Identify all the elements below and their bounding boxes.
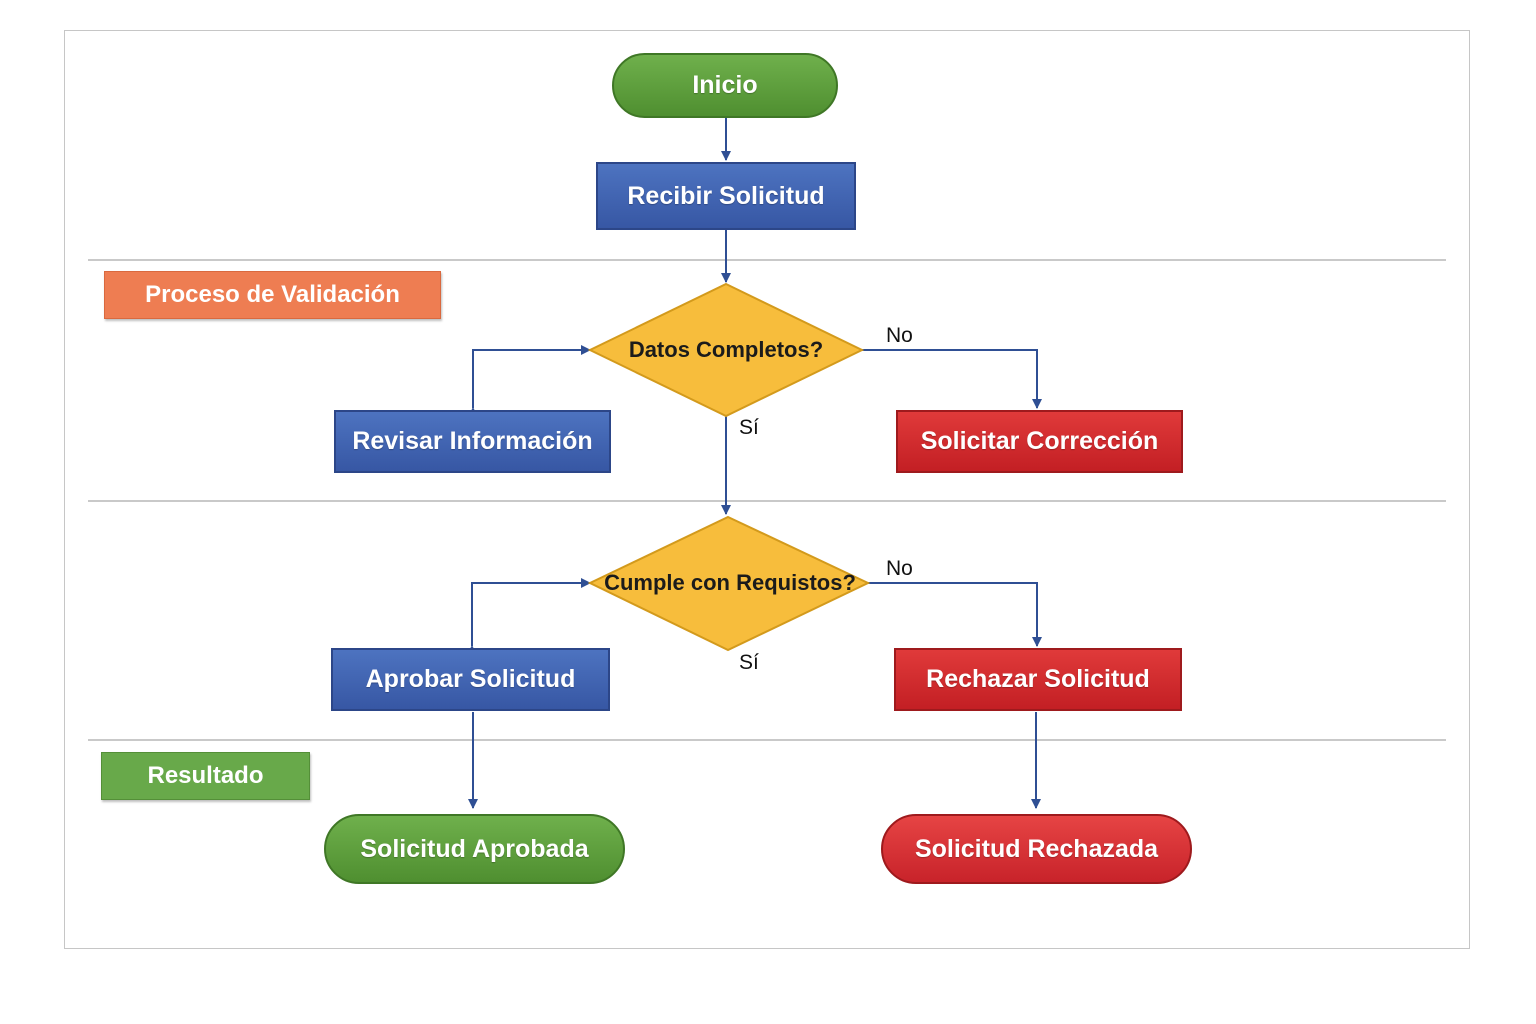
process-request-correction[interactable]: Solicitar Corrección <box>896 410 1183 473</box>
section-divider <box>88 500 1446 502</box>
section-label-validation: Proceso de Validación <box>104 271 441 319</box>
decision-label-datos[interactable]: Datos Completos? <box>628 337 824 362</box>
process-receive-request[interactable]: Recibir Solicitud <box>596 162 856 230</box>
section-label-result: Resultado <box>101 752 310 800</box>
edge-label-no: No <box>886 557 913 580</box>
decision-label-cumple[interactable]: Cumple con Requistos? <box>604 570 856 595</box>
end-node-approved[interactable]: Solicitud Aprobada <box>324 814 625 884</box>
process-approve-request[interactable]: Aprobar Solicitud <box>331 648 610 711</box>
section-divider <box>88 259 1446 261</box>
process-review-info[interactable]: Revisar Información <box>334 410 611 473</box>
edge-label-no: No <box>886 324 913 347</box>
end-node-rejected[interactable]: Solicitud Rechazada <box>881 814 1192 884</box>
start-node[interactable]: Inicio <box>612 53 838 118</box>
process-reject-request[interactable]: Rechazar Solicitud <box>894 648 1182 711</box>
edge-label-yes: Sí <box>739 651 759 674</box>
edge-label-yes: Sí <box>739 416 759 439</box>
section-divider <box>88 739 1446 741</box>
